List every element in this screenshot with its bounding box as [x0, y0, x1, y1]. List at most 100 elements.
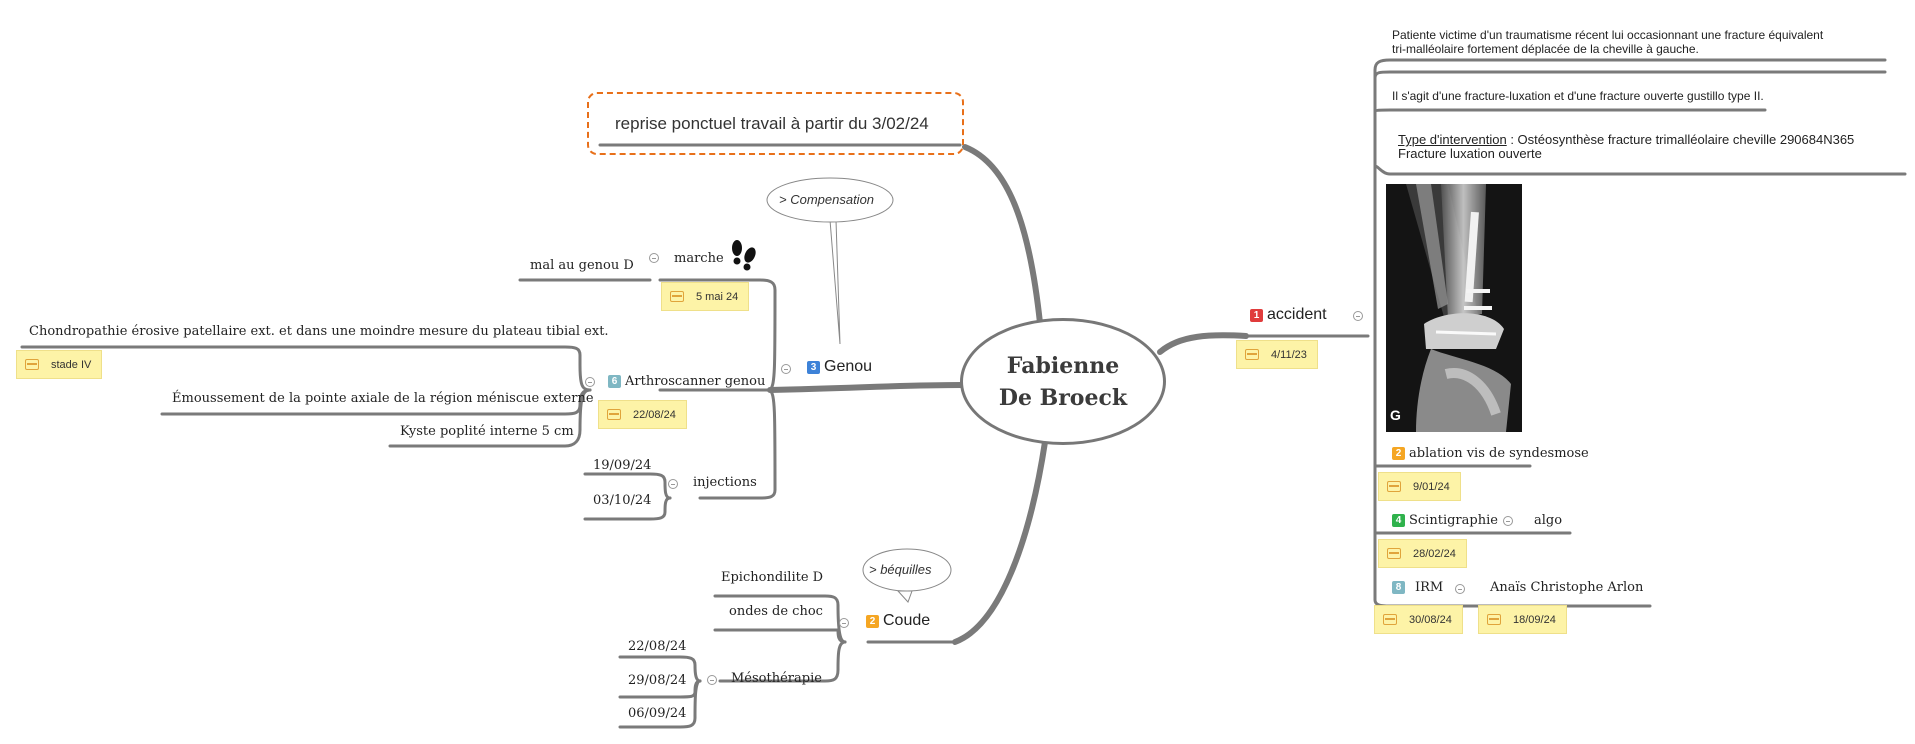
injection-date-2-label: 03/10/24	[593, 493, 652, 508]
topic-mesotherapie-label: Mésothérapie	[731, 671, 822, 686]
note-stade[interactable]: stade IV	[16, 350, 103, 379]
topic-ablation-label: ablation vis de syndesmose	[1409, 446, 1589, 461]
xray-marker: G	[1390, 407, 1401, 423]
description-line-1: Patiente victime d'un traumatisme récent…	[1392, 28, 1824, 42]
callout-topic[interactable]: reprise ponctuel travail à partir du 3/0…	[587, 92, 964, 155]
collapse-arthroscanner-icon[interactable]	[585, 377, 595, 387]
topic-mal-au-genou[interactable]: mal au genou D	[530, 258, 634, 273]
note-icon	[1487, 614, 1501, 625]
collapse-marche-icon[interactable]	[649, 253, 659, 263]
topic-irm-label: IRM	[1415, 580, 1444, 595]
collapse-irm-icon[interactable]	[1455, 584, 1465, 594]
type-intervention-label: Type d'intervention	[1398, 132, 1507, 147]
note-ablation-text: 9/01/24	[1413, 480, 1450, 493]
topic-coude[interactable]: 2 Coude	[866, 612, 930, 630]
branch-accident	[1157, 332, 1249, 355]
note-icon	[670, 291, 684, 302]
topic-irm[interactable]: 8 IRM	[1392, 580, 1443, 595]
note-irm-text: 30/08/24	[1409, 613, 1452, 626]
topic-mal-au-genou-label: mal au genou D	[530, 258, 634, 273]
topic-chondropathie[interactable]: Chondropathie érosive patellaire ext. et…	[29, 324, 609, 339]
topic-kyste-label: Kyste poplité interne 5 cm	[400, 424, 574, 439]
topic-meso-date-1[interactable]: 22/08/24	[628, 639, 686, 654]
collapse-injections-icon[interactable]	[668, 479, 678, 489]
meso-date-3-label: 06/09/24	[628, 706, 687, 721]
callout-text: reprise ponctuel travail à partir du 3/0…	[615, 113, 929, 133]
meso-date-1-label: 22/08/24	[628, 639, 687, 654]
note-arthroscanner-text: 22/08/24	[633, 408, 676, 421]
bequilles-bubble-shape	[896, 590, 913, 603]
note-marche[interactable]: 5 mai 24	[661, 282, 750, 311]
topic-chondropathie-label: Chondropathie érosive patellaire ext. et…	[29, 324, 609, 339]
branch-coude	[952, 439, 1048, 645]
collapse-coude-icon[interactable]	[839, 618, 849, 628]
collapse-scintigraphie-icon[interactable]	[1503, 516, 1513, 526]
type-intervention-value: : Ostéosynthèse fracture trimalléolaire …	[1506, 132, 1855, 147]
note-anais-text: 18/09/24	[1513, 613, 1556, 626]
injection-date-1-label: 19/09/24	[593, 458, 652, 473]
topic-accident-description[interactable]: Patiente victime d'un traumatisme récent…	[1392, 28, 1823, 56]
priority-badge: 2	[1392, 447, 1405, 460]
collapse-genou-icon[interactable]	[781, 364, 791, 374]
topic-ondes-de-choc[interactable]: ondes de choc	[729, 604, 823, 619]
note-arthroscanner[interactable]: 22/08/24	[598, 400, 687, 429]
topic-genou[interactable]: 3 Genou	[807, 358, 872, 376]
note-scintigraphie[interactable]: 28/02/24	[1378, 539, 1467, 568]
topic-type-intervention[interactable]: Type d'intervention : Ostéosynthèse frac…	[1398, 133, 1854, 161]
priority-badge: 1	[1250, 309, 1263, 322]
collapse-mesotherapie-icon[interactable]	[707, 675, 717, 685]
topic-arthroscanner[interactable]: 6 Arthroscanner genou	[608, 374, 765, 389]
priority-badge: 2	[866, 615, 879, 628]
topic-mesotherapie[interactable]: Mésothérapie	[731, 671, 822, 686]
topic-coude-label: Coude	[883, 612, 931, 629]
central-topic[interactable]: Fabienne De Broeck	[960, 318, 1166, 445]
topic-injections[interactable]: injections	[693, 475, 757, 490]
topic-meso-date-2[interactable]: 29/08/24	[628, 673, 686, 688]
fracture-luxation-label: Il s'agit d'une fracture-luxation et d'u…	[1392, 89, 1764, 103]
priority-badge: 4	[1392, 514, 1405, 527]
topic-algo[interactable]: algo	[1534, 513, 1562, 528]
topic-algo-label: algo	[1534, 513, 1563, 528]
branch-callout	[962, 144, 1043, 326]
priority-badge: 6	[608, 375, 621, 388]
compensation-bubble-text: > Compensation	[779, 192, 875, 207]
note-anais[interactable]: 18/09/24	[1478, 605, 1567, 634]
collapse-accident-icon[interactable]	[1353, 311, 1363, 321]
priority-badge: 3	[807, 361, 820, 374]
xray-drawing: G	[1386, 184, 1522, 432]
note-accident-text: 4/11/23	[1271, 348, 1307, 361]
topic-fracture-luxation[interactable]: Il s'agit d'une fracture-luxation et d'u…	[1392, 89, 1764, 103]
note-irm[interactable]: 30/08/24	[1374, 605, 1463, 634]
note-stade-text: stade IV	[51, 358, 92, 371]
topic-anais[interactable]: Anaïs Christophe Arlon	[1490, 580, 1643, 595]
note-ablation[interactable]: 9/01/24	[1378, 472, 1461, 501]
type-intervention-value-2: Fracture luxation ouverte	[1398, 146, 1542, 161]
note-accident[interactable]: 4/11/23	[1236, 340, 1318, 369]
topic-scintigraphie-label: Scintigraphie	[1409, 513, 1498, 528]
topic-arthroscanner-label: Arthroscanner genou	[625, 374, 766, 389]
topic-genou-label: Genou	[824, 358, 873, 375]
topic-injection-date-2[interactable]: 03/10/24	[593, 493, 651, 508]
topic-accident-label: accident	[1267, 306, 1327, 323]
description-line-2: tri-malléolaire fortement déplacée de la…	[1392, 42, 1699, 56]
central-topic-line2: De Broeck	[998, 384, 1128, 411]
topic-ablation[interactable]: 2 ablation vis de syndesmose	[1392, 446, 1589, 461]
note-icon	[1387, 548, 1401, 559]
topic-marche[interactable]: marche	[674, 251, 724, 266]
topic-meso-date-3[interactable]: 06/09/24	[628, 706, 686, 721]
xray-image[interactable]: G	[1386, 184, 1522, 432]
topic-kyste[interactable]: Kyste poplité interne 5 cm	[400, 424, 574, 439]
priority-badge: 8	[1392, 581, 1405, 594]
topic-epichondilite[interactable]: Epichondilite D	[721, 570, 823, 585]
topic-scintigraphie[interactable]: 4 Scintigraphie	[1392, 513, 1498, 528]
topic-marche-label: marche	[674, 251, 724, 266]
topic-emoussement[interactable]: Émoussement de la pointe axiale de la ré…	[172, 391, 594, 406]
bequilles-bubble-text: > béquilles	[869, 562, 932, 577]
topic-accident[interactable]: 1 accident	[1250, 306, 1327, 324]
note-icon	[1383, 614, 1397, 625]
topic-anais-label: Anaïs Christophe Arlon	[1490, 580, 1644, 595]
topic-injections-label: injections	[693, 475, 757, 490]
note-scintigraphie-text: 28/02/24	[1413, 547, 1456, 560]
topic-injection-date-1[interactable]: 19/09/24	[593, 458, 651, 473]
